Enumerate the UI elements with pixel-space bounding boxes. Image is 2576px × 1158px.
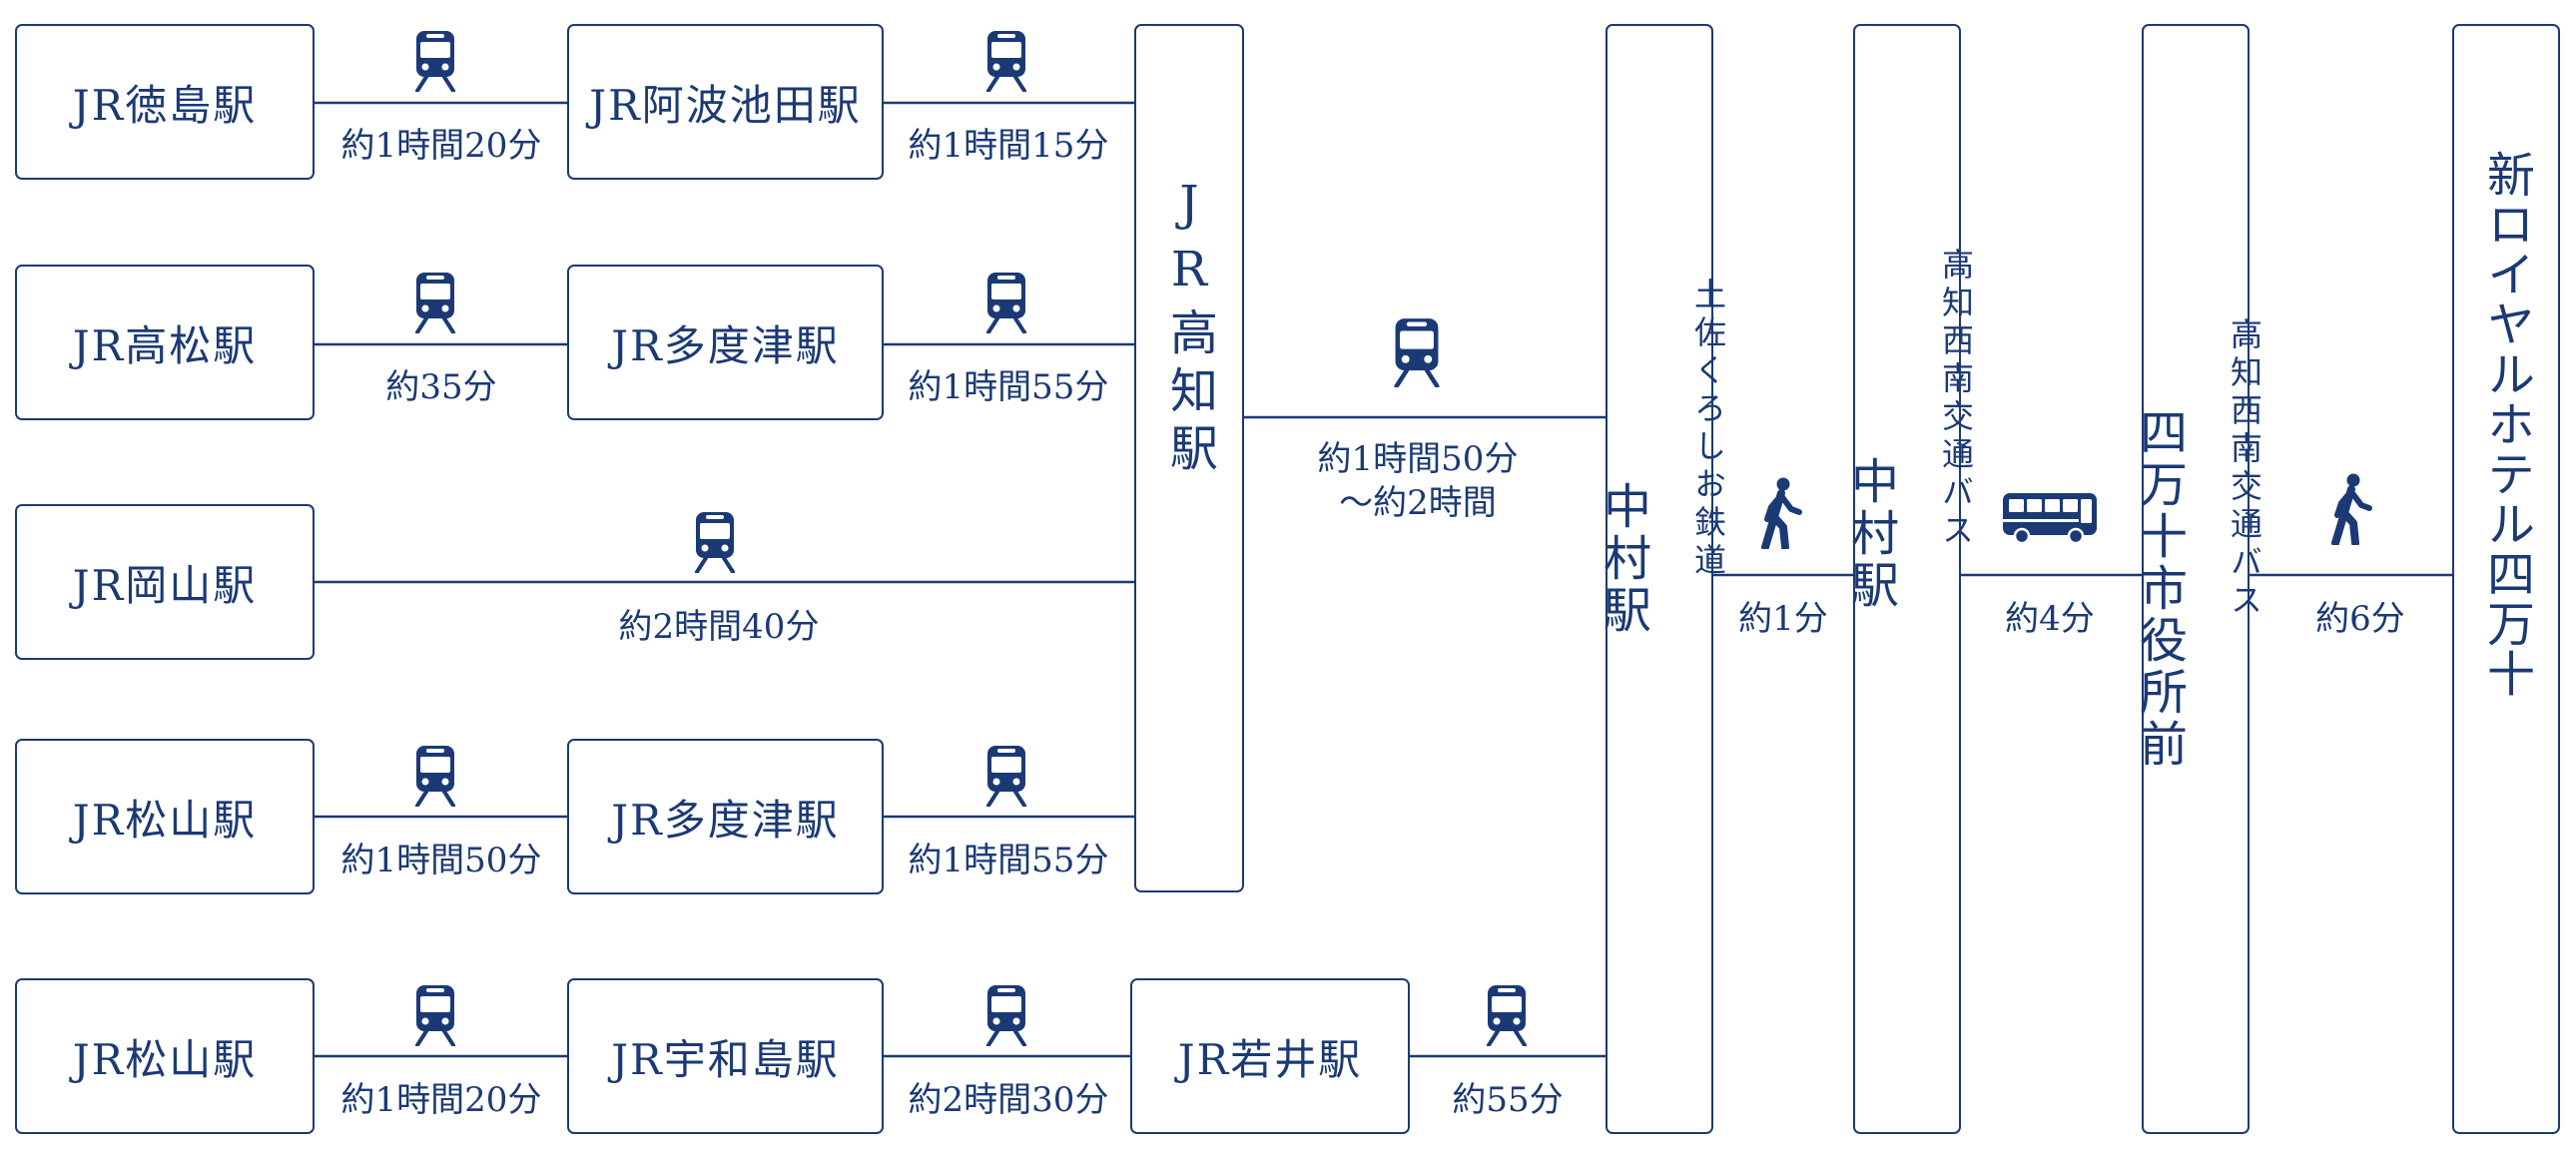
train-icon xyxy=(985,984,1027,1047)
travel-time-label: ～約2時間 xyxy=(1339,483,1497,523)
origin-station-label: JR高松駅 xyxy=(72,320,258,370)
bus-icon xyxy=(2002,491,2098,545)
travel-time-label: 約55分 xyxy=(1452,1080,1564,1120)
train-icon xyxy=(1486,984,1528,1047)
travel-time-label: 約1時間20分 xyxy=(340,1080,542,1120)
origin-station-box: JR岡山駅 xyxy=(15,504,315,660)
travel-time-label: 約1分 xyxy=(1738,599,1828,639)
transfer-station-label: JR多度津駅 xyxy=(611,795,840,845)
origin-station-box: JR松山駅 xyxy=(15,978,315,1134)
travel-time-label: 約1時間55分 xyxy=(908,367,1109,407)
origin-station-label: JR松山駅 xyxy=(72,1034,258,1084)
origin-station-label: JR松山駅 xyxy=(72,795,258,845)
train-icon xyxy=(694,511,736,574)
nakamura-station-box: 土佐くろしお鉄道 中村駅 xyxy=(1595,24,1727,1134)
transfer-station-box: JR多度津駅 xyxy=(567,739,884,894)
bus-line-label: 高知西南交通バス xyxy=(2226,317,2263,621)
train-icon xyxy=(985,272,1027,334)
bus-stop-label: 四万十市役所前 xyxy=(2131,407,2187,771)
transfer-station-box: JR多度津駅 xyxy=(567,265,884,420)
travel-time-label: 約1時間20分 xyxy=(340,126,542,166)
train-icon xyxy=(414,272,456,334)
bus-stop-cityhall-box: 高知西南交通バス 四万十市役所前 xyxy=(2131,24,2263,1134)
transfer-station-box: JR阿波池田駅 xyxy=(567,24,884,180)
train-icon xyxy=(985,745,1027,808)
origin-station-label: JR徳島駅 xyxy=(72,80,258,130)
origin-station-box: JR徳島駅 xyxy=(15,24,315,180)
travel-time-label: 約2時間30分 xyxy=(908,1080,1109,1120)
station-label: 中村駅 xyxy=(1595,481,1650,637)
train-icon xyxy=(414,984,456,1047)
walking-person-icon xyxy=(1759,477,1803,551)
origin-station-label: JR岡山駅 xyxy=(72,560,258,610)
travel-time-label: 約6分 xyxy=(2315,599,2405,639)
travel-time-label: 約1時間50分 xyxy=(340,841,542,880)
train-icon xyxy=(414,30,456,93)
train-icon xyxy=(985,30,1027,93)
railway-line-label: 土佐くろしお鉄道 xyxy=(1689,278,1727,581)
travel-time-label: 約4分 xyxy=(2005,599,2095,639)
travel-time-label: 約35分 xyxy=(385,367,497,407)
transfer-station-label: JR阿波池田駅 xyxy=(589,80,862,130)
origin-station-box: JR高松駅 xyxy=(15,265,315,420)
transfer-station-label: JR多度津駅 xyxy=(611,320,840,370)
transfer-station-label: JR若井駅 xyxy=(1177,1034,1363,1084)
travel-time-label: 約1時間15分 xyxy=(908,126,1109,166)
transfer-station-label: JR宇和島駅 xyxy=(611,1034,840,1084)
travel-time-label: 約2時間40分 xyxy=(618,607,820,647)
transfer-station-box: JR若井駅 xyxy=(1130,978,1410,1134)
travel-time-label: 約1時間50分 xyxy=(1317,439,1519,479)
hub-station-label: JR高知駅 xyxy=(1161,176,1217,481)
origin-station-box: JR松山駅 xyxy=(15,739,315,894)
train-icon xyxy=(414,745,456,808)
hotel-box: 新ロイヤルホテル四万十 xyxy=(2452,24,2560,1134)
bus-stop-nakamura-box: 高知西南交通バス 中村駅 xyxy=(1842,24,1975,1134)
train-icon xyxy=(1390,317,1444,389)
bus-line-label: 高知西南交通バス xyxy=(1937,248,1975,551)
bus-stop-label: 中村駅 xyxy=(1842,456,1898,612)
hub-station-box: JR高知駅 xyxy=(1134,24,1244,892)
travel-time-label: 約1時間55分 xyxy=(908,841,1109,880)
hotel-label: 新ロイヤルホテル四万十 xyxy=(2478,150,2534,699)
walking-person-icon xyxy=(2329,473,2373,547)
transfer-station-box: JR宇和島駅 xyxy=(567,978,884,1134)
